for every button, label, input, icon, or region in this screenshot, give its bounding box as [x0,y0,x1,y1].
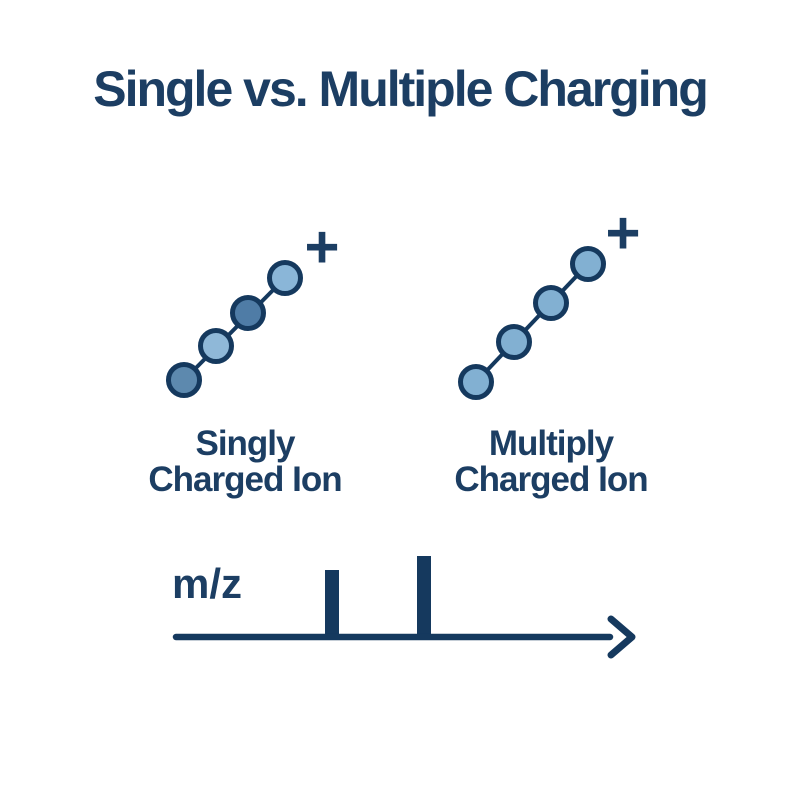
multiply-charged-ion-chain: + [458,200,641,400]
label-line-2: Charged Ion [148,460,342,499]
label-line-1: Multiply [488,424,614,463]
label-line-2: Charged Ion [454,460,648,499]
chain-link-line [182,276,287,382]
ion-subunit [496,324,532,360]
singly-charged-ion-chain: + [166,214,340,398]
ion-subunit [458,364,494,400]
ion-subunit [166,362,202,398]
page-title: Single vs. Multiple Charging [93,61,709,117]
ion-subunit [198,328,234,364]
plus-charge-icon: + [605,200,640,267]
ion-subunit [267,260,303,296]
label-line-1: Singly [195,424,295,463]
spectrum-peak-tall [417,556,431,640]
plus-charge-icon: + [304,214,339,281]
spectrum-peak-short [325,570,339,640]
mz-spectrum [172,556,636,659]
multiply-charged-ion-label: Multiply Charged Ion [454,424,648,499]
mz-axis-label: m/z [172,560,243,607]
axis-arrowhead-icon [607,615,636,659]
singly-charged-ion-label: Singly Charged Ion [148,424,342,499]
ion-subunit [230,295,266,331]
ion-subunit [570,246,606,282]
chain-link-line [474,262,590,384]
ion-subunit [533,285,569,321]
